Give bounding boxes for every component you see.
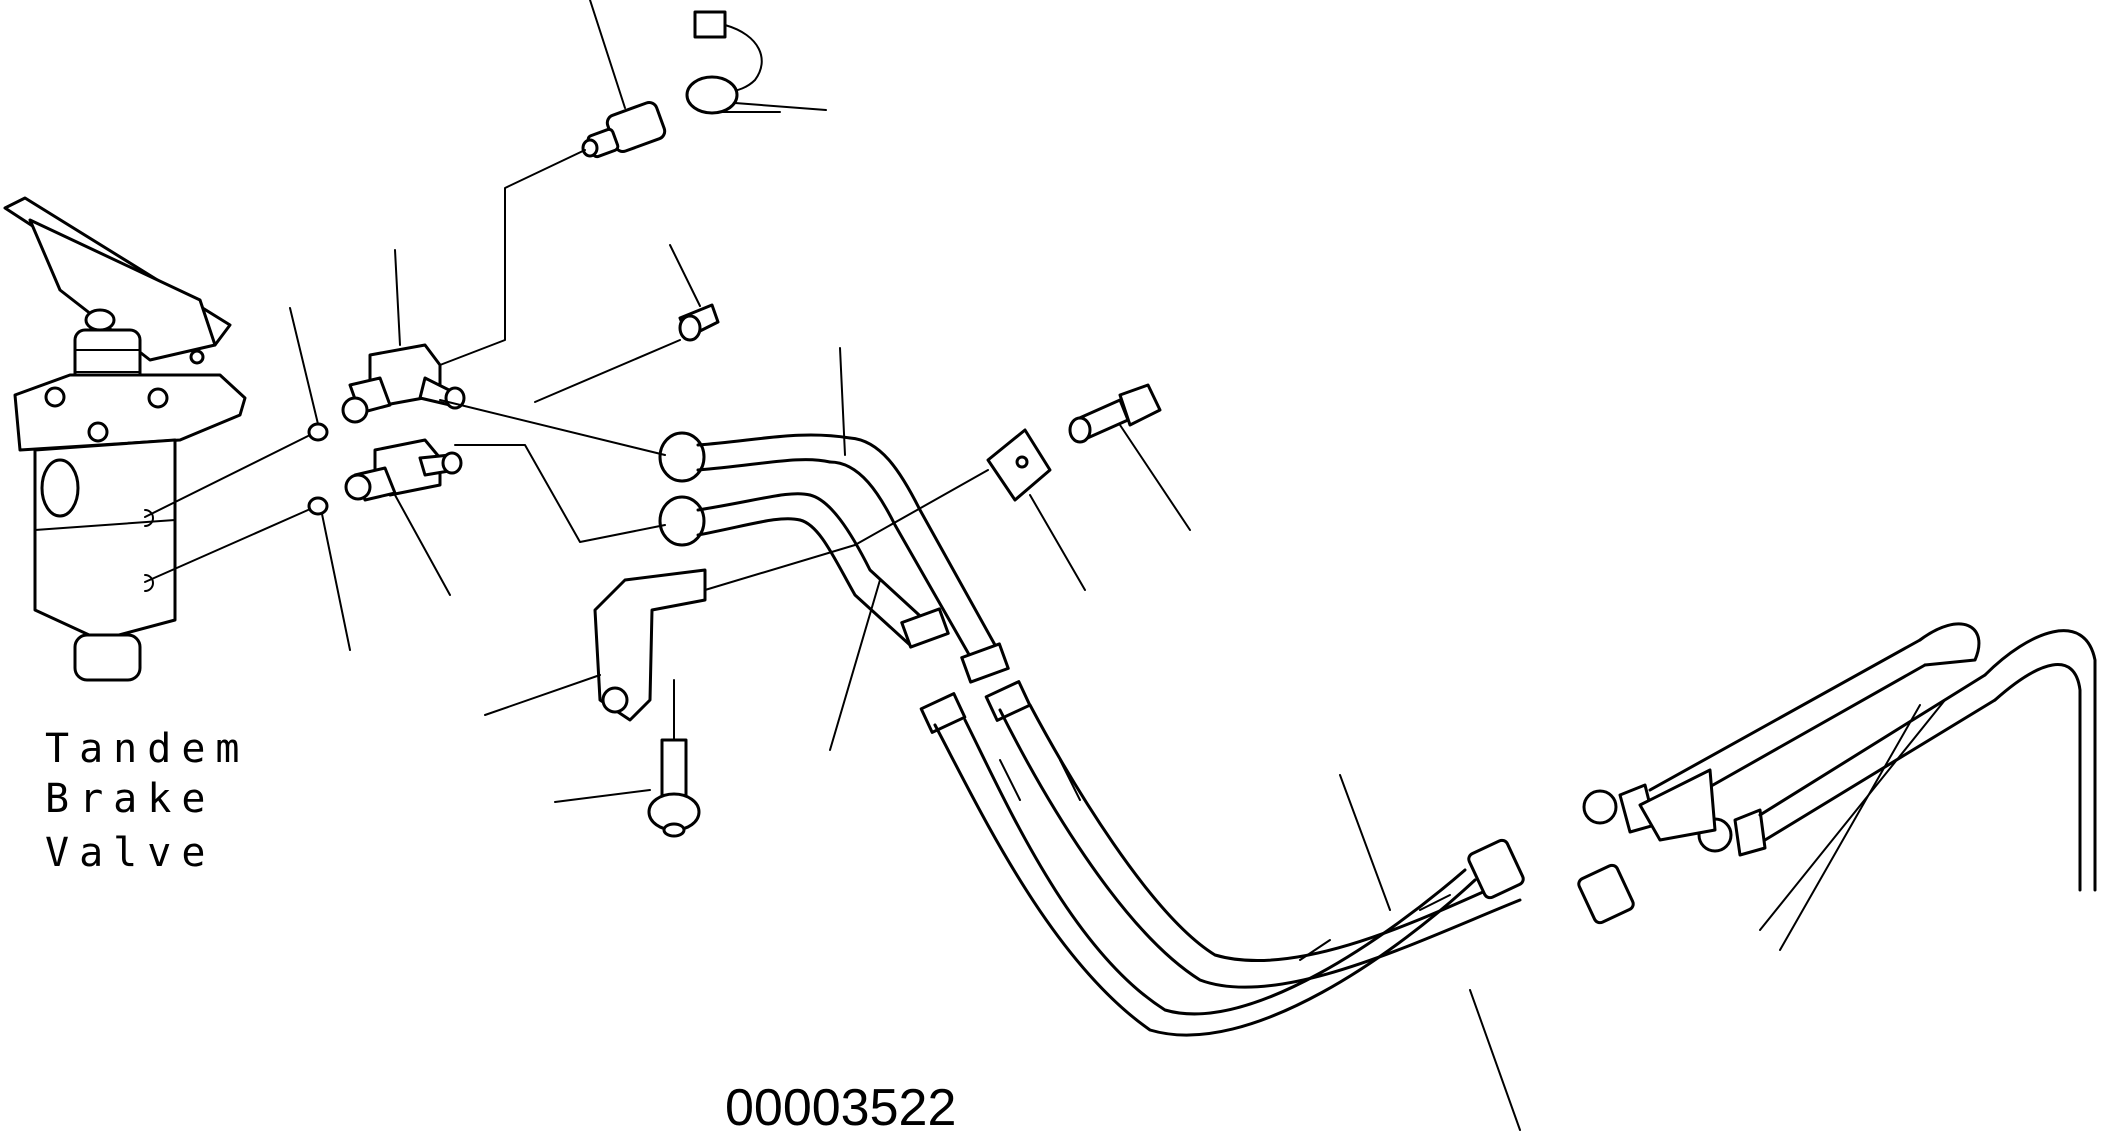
valve-label-line-3: Valve: [45, 830, 215, 876]
tee-fitting-upper: [341, 249, 466, 424]
tandem-brake-valve: Tandem Brake Valve: [3, 196, 250, 876]
figure-number: 00003522: [725, 1079, 956, 1136]
o-rings: [144, 307, 351, 651]
brake-hoses: [900, 607, 1635, 1131]
valve-label-line-2: Brake: [45, 776, 215, 822]
clamp-bracket: [484, 347, 1086, 751]
plug: [534, 244, 720, 403]
valve-label-line-1: Tandem: [45, 726, 250, 772]
pressure-switch: [439, 0, 827, 366]
flange-bolt-right: [1068, 383, 1191, 531]
tee-fitting-lower: [344, 438, 463, 596]
hose-end-fittings-right: [1582, 622, 2097, 951]
flange-bolt-lower: [554, 679, 701, 838]
brake-tubes: [439, 399, 997, 667]
